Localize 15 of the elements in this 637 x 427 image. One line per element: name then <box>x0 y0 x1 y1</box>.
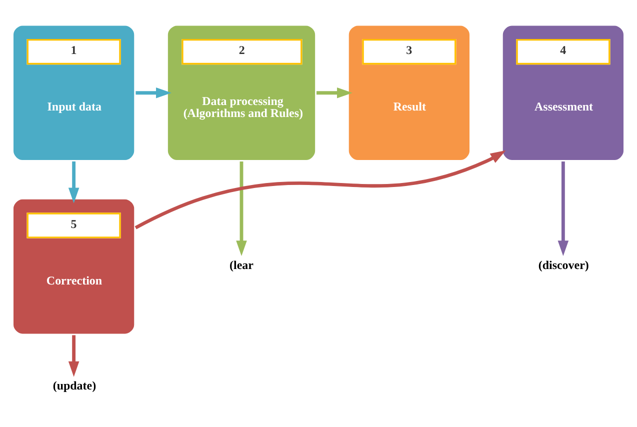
node-box: 3 Result <box>346 23 472 163</box>
node-text: (discover) <box>538 258 589 272</box>
arrow <box>558 161 569 256</box>
arrow <box>316 87 352 98</box>
arrow <box>236 161 247 256</box>
node-box: 1 Input data <box>10 23 137 163</box>
node-text: (lear <box>230 258 254 272</box>
arrow <box>134 150 506 230</box>
node-box: 2 Data processing (Algorithms and Rules) <box>165 23 318 163</box>
node-box: 4 Assessment <box>500 23 626 163</box>
node-box: 5 Correction <box>10 196 137 336</box>
arrow <box>68 161 80 204</box>
arrow <box>68 335 80 377</box>
arrow <box>136 87 172 98</box>
node-text: (update) <box>52 378 96 392</box>
